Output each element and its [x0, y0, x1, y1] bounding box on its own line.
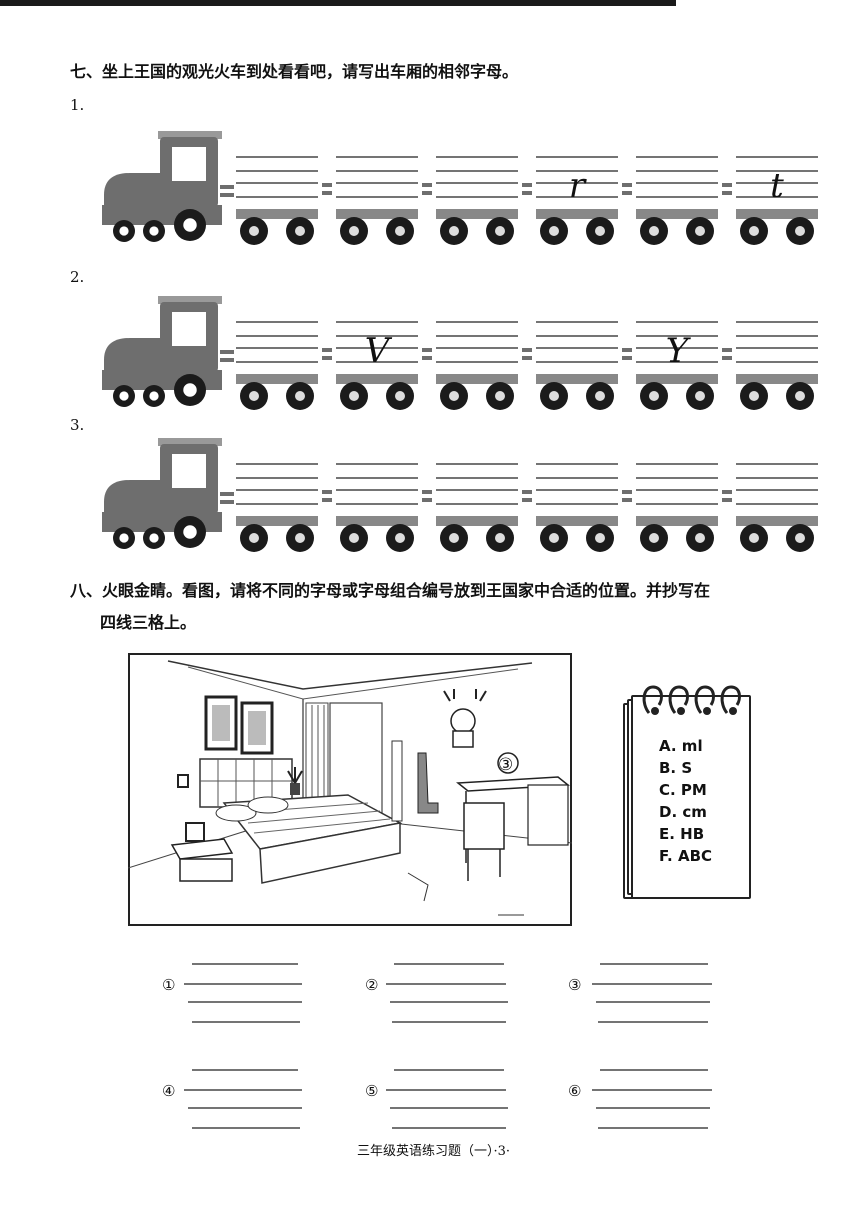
train-car[interactable]: Y: [636, 320, 732, 410]
train-car[interactable]: [736, 320, 818, 410]
answer-label-4: ④: [162, 1082, 176, 1100]
train-car[interactable]: V: [336, 320, 432, 410]
train-car[interactable]: [236, 155, 332, 245]
train-3: [102, 438, 818, 552]
train-car[interactable]: r: [536, 155, 632, 245]
train-car[interactable]: [336, 155, 432, 245]
answer-label-2: ②: [365, 976, 379, 994]
section8-heading-line2: 四线三格上。: [100, 613, 197, 632]
train-car[interactable]: [636, 155, 732, 245]
section8-heading-line1: 八、火眼金睛。看图，请将不同的字母或字母组合编号放到王国家中合适的位置。并抄写在: [70, 581, 711, 600]
page-footer: 三年级英语练习题（一）·3·: [356, 1144, 511, 1159]
locomotive: [102, 131, 234, 242]
answer-label-6: ⑥: [568, 1082, 582, 1100]
train-car[interactable]: [536, 320, 632, 410]
train-car[interactable]: [336, 462, 432, 552]
notebook: A. ml B. S C. PM D. cm E. HB F. ABC: [623, 683, 751, 901]
train-car-letter: Y: [666, 331, 692, 371]
four-line-grid-1[interactable]: [184, 960, 304, 1024]
notebook-item: E. HB: [659, 825, 705, 843]
top-border: [0, 0, 867, 6]
locomotive: [102, 296, 234, 407]
train-car-letter: V: [365, 331, 393, 371]
answer-label-3: ③: [568, 976, 582, 994]
answer-label-5: ⑤: [365, 1082, 379, 1100]
train-car-letter: r: [569, 166, 587, 206]
train-car[interactable]: t: [736, 155, 818, 245]
train-car[interactable]: [436, 462, 532, 552]
notebook-rings: [642, 685, 741, 715]
train-car[interactable]: [236, 462, 332, 552]
train-car[interactable]: [636, 462, 732, 552]
train-car-letter: t: [770, 166, 784, 206]
train-car[interactable]: [536, 462, 632, 552]
train-1-number: 1.: [70, 96, 85, 114]
train-car[interactable]: [436, 320, 532, 410]
answer-label-1: ①: [162, 976, 176, 994]
notebook-list: A. ml B. S C. PM D. cm E. HB F. ABC: [659, 735, 712, 867]
train-car[interactable]: [736, 462, 818, 552]
notebook-item: F. ABC: [659, 847, 713, 865]
notebook-item: B. S: [659, 759, 693, 777]
notebook-item: C. PM: [659, 781, 707, 799]
top-border-gap: [676, 0, 867, 6]
four-line-grid-5[interactable]: [386, 1066, 510, 1130]
four-line-grid-6[interactable]: [590, 1066, 714, 1130]
train-3-number: 3.: [70, 416, 85, 434]
four-line-grid-2[interactable]: [386, 960, 510, 1024]
train-car[interactable]: [236, 320, 332, 410]
notebook-item: D. cm: [659, 803, 707, 821]
notebook-item: A. ml: [659, 737, 703, 755]
four-line-grid-3[interactable]: [590, 960, 714, 1024]
train-2-number: 2.: [70, 268, 85, 286]
four-line-grid-4[interactable]: [184, 1066, 304, 1130]
section7-heading: 七、坐上王国的观光火车到处看看吧，请写出车厢的相邻字母。: [70, 62, 519, 81]
train-car[interactable]: [436, 155, 532, 245]
locomotive: [102, 438, 234, 549]
picture-marker-3: ③: [498, 755, 513, 775]
bedroom-picture: ③: [128, 653, 572, 926]
